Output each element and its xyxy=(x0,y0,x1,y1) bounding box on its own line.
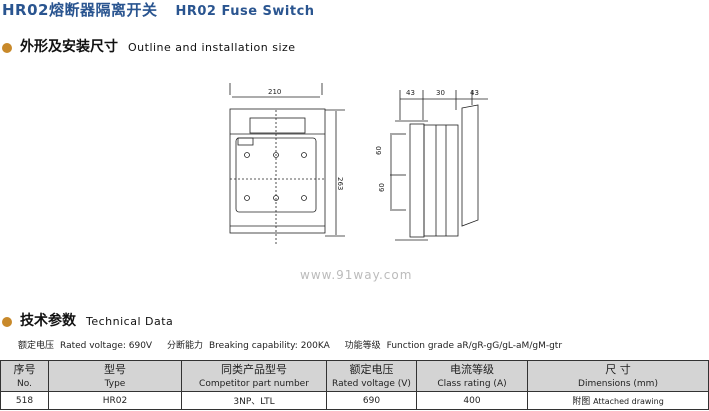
th-rating: Class rating (A) xyxy=(416,377,528,392)
watermark: www.91way.com xyxy=(300,268,413,282)
dim-height: 263 xyxy=(336,177,344,190)
cell-dim-cn: 附图 xyxy=(572,397,591,407)
spec-breaking: Breaking capability: 200KA xyxy=(208,341,330,351)
technical-heading: 技术参数 Technical Data xyxy=(2,310,173,330)
dim-d2: 30 xyxy=(436,89,445,97)
dim-d3: 43 xyxy=(470,89,479,97)
dim-d1: 43 xyxy=(406,89,415,97)
dim-v2: 60 xyxy=(378,183,386,192)
spec-line: 额定电压 Rated voltage: 690V 分断能力 Breaking cap… xyxy=(18,338,568,351)
title-cn: HR02熔断器隔离开关 xyxy=(2,1,158,19)
spec-voltage: Rated voltage: 690V xyxy=(60,341,153,351)
technical-cn: 技术参数 xyxy=(20,313,76,329)
th-no: No. xyxy=(0,377,49,392)
title-en: HR02 Fuse Switch xyxy=(175,4,315,19)
dim-v1: 60 xyxy=(375,146,383,155)
spec-function: Function grade aR/gR-gG/gL-aM/gM-gtr xyxy=(386,341,563,351)
dim-width: 210 xyxy=(268,88,281,96)
outline-en: Outline and installation size xyxy=(128,41,296,54)
th-dim-cn: 尺 寸 xyxy=(527,360,709,377)
cell-no: 518 xyxy=(0,391,49,410)
cell-competitor: 3NP、LTL xyxy=(181,391,327,410)
th-dim: Dimensions (mm) xyxy=(527,377,709,392)
side-view: 43 30 43 60 60 xyxy=(375,89,488,241)
th-competitor-cn: 同类产品型号 xyxy=(181,360,327,377)
page-title: HR02熔断器隔离开关 HR02 Fuse Switch xyxy=(2,0,315,20)
outline-drawing: 210 263 43 30 43 60 60 xyxy=(229,83,488,245)
header-row-en: No. Type Competitor part number Rated vo… xyxy=(0,377,709,392)
spec-voltage-cn: 额定电压 xyxy=(18,341,55,351)
bullet-icon xyxy=(2,316,12,327)
technical-en: Technical Data xyxy=(86,315,174,328)
technical-table: 序号 型号 同类产品型号 额定电压 电流等级 尺 寸 No. Type Comp… xyxy=(0,360,709,410)
cell-dim: 附图 Attached drawing xyxy=(527,391,709,410)
th-rating-cn: 电流等级 xyxy=(416,360,528,377)
th-competitor: Competitor part number xyxy=(181,377,327,392)
outline-cn: 外形及安装尺寸 xyxy=(20,39,118,55)
cell-rating: 400 xyxy=(416,391,528,410)
spec-breaking-cn: 分断能力 xyxy=(166,341,203,351)
cell-voltage: 690 xyxy=(326,391,417,410)
th-voltage: Rated voltage (V) xyxy=(326,377,417,392)
outline-heading: 外形及安装尺寸 Outline and installation size xyxy=(2,36,296,56)
th-voltage-cn: 额定电压 xyxy=(326,360,417,377)
bullet-icon xyxy=(2,42,12,53)
spec-function-cn: 功能等级 xyxy=(344,341,381,351)
th-no-cn: 序号 xyxy=(0,360,49,377)
front-view: 210 263 xyxy=(229,83,345,245)
cell-type: HR02 xyxy=(48,391,182,410)
cell-dim-en: Attached drawing xyxy=(593,397,664,406)
th-type: Type xyxy=(48,377,182,392)
th-type-cn: 型号 xyxy=(48,360,182,377)
table-row: 518 HR02 3NP、LTL 690 400 附图 Attached dra… xyxy=(0,391,709,410)
header-row-cn: 序号 型号 同类产品型号 额定电压 电流等级 尺 寸 xyxy=(0,360,709,377)
